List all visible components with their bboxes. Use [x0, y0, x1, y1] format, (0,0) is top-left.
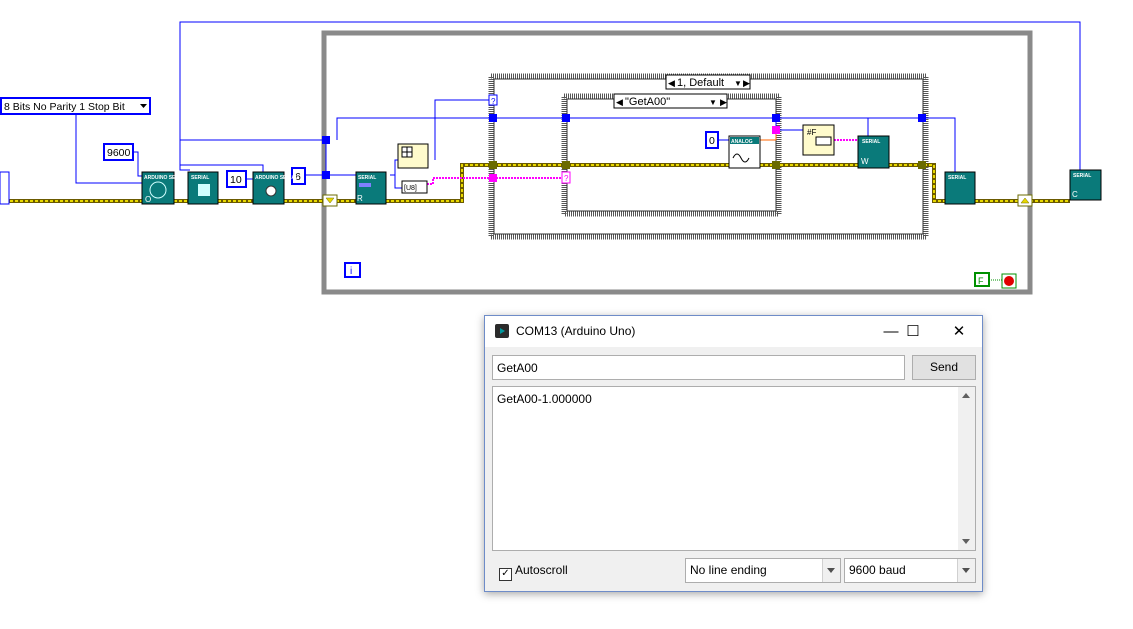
svg-text:◀: ◀ [668, 78, 675, 88]
svg-text:"GetA00": "GetA00" [625, 96, 670, 108]
analog-channel-constant[interactable]: 0 [705, 131, 719, 149]
analog-read-node[interactable]: ANALOG [728, 135, 761, 169]
output-line: GetA00-1.000000 [497, 392, 592, 406]
scroll-up-icon[interactable] [962, 393, 970, 398]
loop-iteration-terminal: i [344, 262, 361, 278]
tunnel [322, 136, 330, 144]
arduino-icon [495, 324, 509, 338]
tunnel [489, 161, 497, 169]
serial-close-node[interactable]: SERIAL C [1069, 169, 1102, 201]
window-title: COM13 (Arduino Uno) [516, 324, 636, 338]
scroll-down-icon[interactable] [962, 539, 970, 544]
svg-text:10: 10 [230, 174, 242, 186]
close-button[interactable]: ✕ [952, 323, 966, 340]
stop-constant[interactable]: F [974, 272, 990, 287]
svg-text:ARDUINO SERIAL: ARDUINO SERIAL [255, 175, 298, 181]
chevron-down-icon[interactable] [822, 559, 840, 582]
serial-write-node[interactable]: SERIAL W [857, 135, 890, 169]
read-count-constant[interactable]: 6 [291, 167, 306, 185]
autoscroll-checkbox[interactable]: ✓Autoscroll [499, 563, 568, 581]
shift-register-right[interactable] [1017, 194, 1033, 207]
svg-text:SERIAL: SERIAL [1073, 173, 1091, 179]
svg-text:1, Default: 1, Default [677, 77, 724, 89]
baud-rate-select[interactable]: 9600 baud [844, 558, 976, 583]
tunnel [772, 126, 780, 134]
tunnel [489, 174, 497, 182]
svg-text:[U8]: [U8] [404, 185, 417, 192]
autoscroll-label: Autoscroll [515, 563, 568, 577]
svg-text:9600: 9600 [107, 147, 131, 159]
svg-text:SERIAL: SERIAL [358, 175, 376, 181]
svg-text:▼: ▼ [709, 98, 717, 107]
svg-text:ARDUINO SERIAL: ARDUINO SERIAL [144, 175, 187, 181]
svg-text:F: F [978, 276, 984, 286]
serial-config-node[interactable]: SERIAL [187, 171, 219, 205]
format-into-string-node[interactable]: #F [802, 124, 835, 156]
tunnel [772, 114, 780, 122]
arduino-serial-timeout-node[interactable]: ARDUINO SERIAL [252, 171, 298, 205]
inner-case-selector[interactable]: ◀ "GetA00" ▼ ▶ [613, 93, 728, 109]
svg-text:SERIAL: SERIAL [862, 139, 880, 145]
byte-array-to-string-node[interactable]: [U8] [401, 180, 428, 194]
baud-constant[interactable]: 9600 [103, 143, 134, 161]
line-ending-value: No line ending [690, 563, 767, 577]
svg-text:▶: ▶ [743, 78, 750, 88]
svg-text:R: R [357, 194, 363, 203]
partial-node-left[interactable] [0, 171, 10, 205]
svg-text:O: O [145, 195, 151, 204]
minimize-button[interactable]: — [883, 323, 899, 340]
vertical-scrollbar[interactable] [958, 387, 975, 550]
svg-text:0: 0 [709, 135, 715, 147]
svg-text:#F: #F [807, 128, 816, 137]
tunnel [918, 114, 926, 122]
outer-case-selector[interactable]: ◀ 1, Default ▼ ▶ [665, 74, 751, 90]
svg-text:◀: ◀ [616, 97, 623, 107]
serial-output-area[interactable]: GetA00-1.000000 [492, 386, 976, 551]
svg-text:6: 6 [295, 171, 301, 183]
wire-top-outer [179, 21, 1081, 170]
string-subset-node[interactable] [397, 143, 429, 169]
tunnel [562, 114, 570, 122]
svg-text:W: W [861, 157, 869, 166]
serial-monitor-window: COM13 (Arduino Uno) — ☐ ✕ GetA00 Send Ge… [484, 315, 983, 592]
serial-read-node[interactable]: SERIAL R [355, 171, 387, 205]
tunnel [772, 161, 780, 169]
line-ending-select[interactable]: No line ending [685, 558, 841, 583]
send-button[interactable]: Send [912, 355, 976, 380]
svg-text:▶: ▶ [720, 97, 727, 107]
svg-text:SERIAL: SERIAL [191, 175, 209, 181]
unknown-terminal-2: ? [564, 174, 569, 183]
tunnel [489, 114, 497, 122]
tunnel [562, 161, 570, 169]
svg-text:C: C [1072, 190, 1078, 199]
baud-rate-value: 9600 baud [849, 563, 906, 577]
stop-condition-terminal[interactable] [1001, 273, 1017, 289]
title-bar: COM13 (Arduino Uno) — ☐ ✕ [485, 316, 982, 347]
inner-case-structure[interactable] [561, 93, 782, 217]
svg-text:SERIAL: SERIAL [948, 175, 966, 181]
serial-input-field[interactable]: GetA00 [492, 355, 905, 380]
svg-text:8 Bits No Parity 1 Stop Bit: 8 Bits No Parity 1 Stop Bit [4, 101, 125, 113]
svg-text:i: i [350, 266, 352, 277]
shift-register-left[interactable] [322, 194, 338, 207]
timeout-constant[interactable]: 10 [226, 170, 247, 188]
tunnel [488, 94, 498, 106]
while-loop-frame[interactable] [321, 30, 1033, 295]
chevron-down-icon[interactable] [957, 559, 975, 582]
maximize-button[interactable]: ☐ [906, 323, 920, 340]
arduino-serial-init-node[interactable]: ARDUINO SERIAL O [141, 171, 187, 205]
svg-text:▼: ▼ [734, 79, 742, 88]
tunnel [561, 171, 571, 184]
unknown-terminal-1: ? [491, 97, 496, 106]
tunnel [322, 171, 330, 179]
serial-flush-node[interactable]: SERIAL [944, 171, 976, 205]
checkbox-icon[interactable]: ✓ [499, 568, 512, 581]
svg-text:ANALOG: ANALOG [731, 139, 753, 145]
serial-config-dropdown[interactable]: 8 Bits No Parity 1 Stop Bit [0, 97, 151, 115]
tunnel [918, 161, 926, 169]
